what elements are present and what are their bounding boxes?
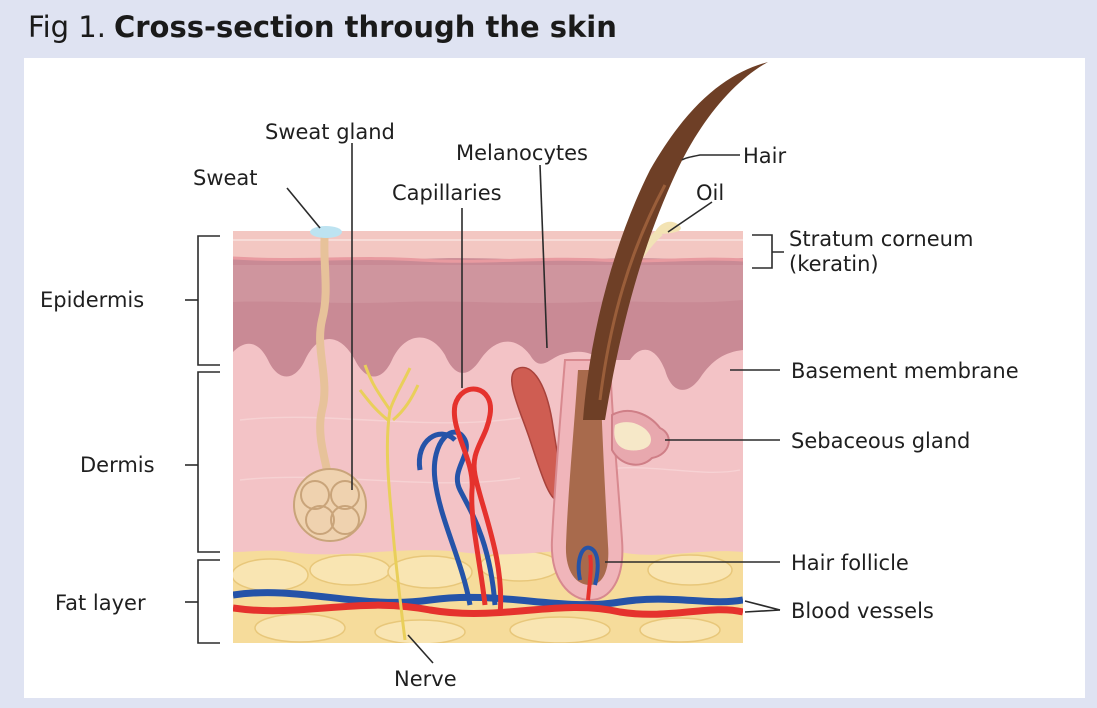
label-oil: Oil	[696, 181, 724, 205]
stratum-corneum-region	[233, 231, 743, 260]
sweat-gland-coil	[294, 469, 366, 541]
label-sweat-gland: Sweat gland	[265, 120, 395, 144]
label-melanocytes: Melanocytes	[456, 141, 588, 165]
sweat-droplet	[310, 226, 342, 238]
label-keratin: (keratin)	[789, 252, 879, 276]
label-hair-follicle: Hair follicle	[791, 551, 909, 575]
stratum-corneum-bracket	[752, 235, 784, 268]
label-stratum-corneum: Stratum corneum	[789, 227, 973, 251]
label-sebaceous-gland: Sebaceous gland	[791, 429, 970, 453]
label-hair: Hair	[743, 144, 786, 168]
label-fat-layer: Fat layer	[55, 591, 146, 615]
label-basement-membrane: Basement membrane	[791, 359, 1019, 383]
left-brackets	[185, 236, 220, 643]
label-capillaries: Capillaries	[392, 181, 502, 205]
label-dermis: Dermis	[80, 453, 155, 477]
label-nerve: Nerve	[394, 667, 457, 691]
label-sweat: Sweat	[193, 166, 258, 190]
label-blood-vessels: Blood vessels	[791, 599, 934, 623]
epidermis-inner-layer	[233, 265, 743, 303]
label-epidermis: Epidermis	[40, 288, 144, 312]
